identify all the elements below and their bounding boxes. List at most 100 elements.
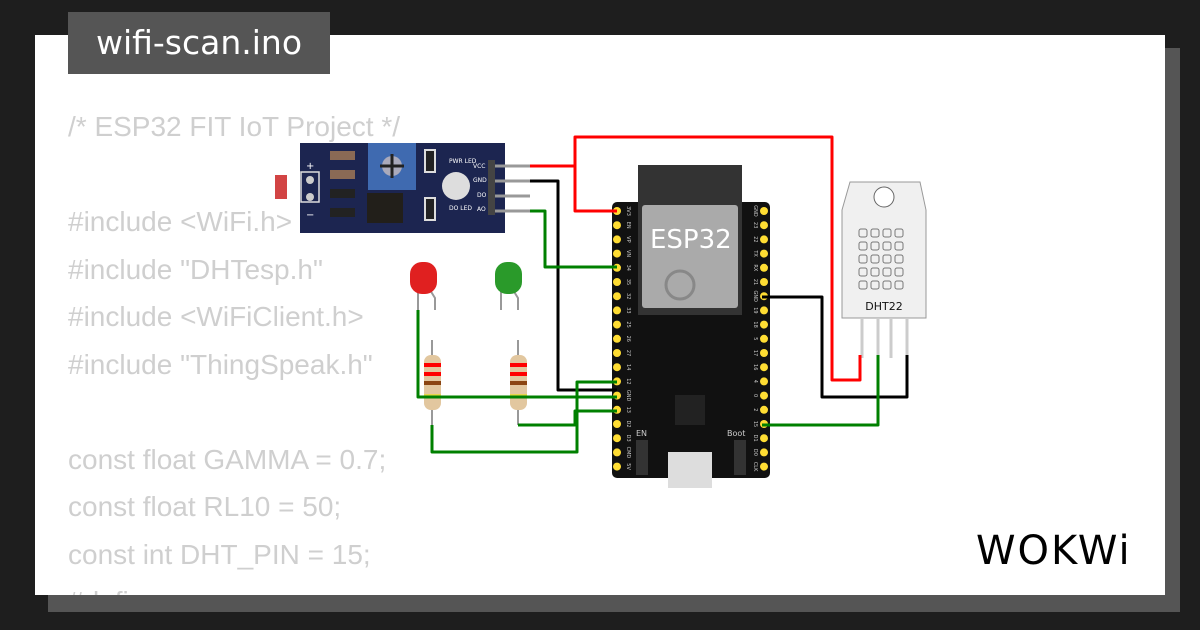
pin-label: 25 [625, 321, 631, 327]
pin-left-5V[interactable] [613, 462, 621, 471]
dht-vent [858, 241, 868, 251]
dht-vent [882, 241, 892, 251]
pin-left-33[interactable] [613, 306, 621, 315]
pin-right-TX[interactable] [760, 249, 768, 258]
pin-label: D0 [752, 449, 758, 456]
pin-left-14[interactable] [613, 363, 621, 372]
dht-vent [894, 267, 904, 277]
dht-vent [858, 280, 868, 290]
pin-left-VP[interactable] [613, 235, 621, 244]
pin-label: 13 [625, 407, 631, 413]
dht-vent [882, 228, 892, 238]
pin-label: 23 [752, 222, 758, 228]
pin-label: 19 [752, 307, 758, 313]
preview-card: /* ESP32 FIT IoT Project */#include <WiF… [35, 35, 1165, 595]
pin-left-32[interactable] [613, 292, 621, 301]
pin-left-26[interactable] [613, 334, 621, 343]
wire-ground [762, 295, 909, 399]
pin-right-19[interactable] [760, 306, 768, 315]
pin-right-22[interactable] [760, 235, 768, 244]
pin-left-D2[interactable] [613, 420, 621, 428]
pin-label: 35 [625, 279, 631, 285]
pin-label: 5 [752, 337, 758, 340]
dht-vent [858, 267, 868, 277]
wire-signal [430, 380, 617, 454]
pin-label: D1 [752, 435, 758, 442]
wire-signal [518, 409, 617, 427]
code-line: #define ... [68, 586, 400, 595]
sketch-title: wifi-scan.ino [68, 12, 330, 74]
dht-vent [894, 254, 904, 264]
code-line: #include "DHTesp.h" [68, 253, 323, 285]
do-led-label: DO LED [449, 205, 472, 212]
pin-label: D2 [625, 420, 631, 427]
pin-right-D1[interactable] [760, 434, 768, 443]
pwr-led-label: PWR LED [449, 158, 477, 165]
dht-vent [870, 267, 880, 277]
photoresistor [275, 175, 287, 199]
resistor-red-led[interactable] [424, 340, 441, 425]
dht-vent [894, 228, 904, 238]
dht-vent [870, 254, 880, 264]
pin-right-17[interactable] [760, 349, 768, 357]
pin-right-D0[interactable] [760, 448, 768, 457]
pin-right-RX[interactable] [760, 263, 768, 272]
pin-left-35[interactable] [613, 278, 621, 286]
wires [416, 135, 909, 454]
esp32-board[interactable]: ESP32 EN Boot 3V3ENVPVN34353233252627141… [612, 165, 770, 488]
pin-left-VN[interactable] [613, 249, 621, 258]
pin-label: VP [625, 236, 631, 242]
dht-vent [858, 228, 868, 238]
red-led[interactable] [410, 262, 437, 310]
pin-right-21[interactable] [760, 278, 768, 286]
pin-label: 27 [625, 350, 631, 356]
pin-label: 26 [625, 336, 631, 342]
pin-label: 32 [625, 293, 631, 299]
pin-right-18[interactable] [760, 320, 768, 329]
pin-label: EN [625, 222, 631, 229]
ldr-module[interactable]: + − PWR LED DO LED VCC GND DO AO [275, 143, 530, 233]
espressif-logo-icon [664, 269, 696, 301]
boot-button[interactable] [734, 440, 746, 475]
pin-label: D3 [625, 435, 631, 442]
pin-right-23[interactable] [760, 221, 768, 230]
esp32-label: ESP32 [650, 225, 732, 255]
pin-right-4[interactable] [760, 377, 768, 386]
pin-label: 4 [752, 380, 758, 383]
code-line: /* ESP32 FIT IoT Project */ [68, 111, 400, 142]
pin-label: CMD [625, 447, 631, 459]
pin-right-0[interactable] [760, 391, 768, 400]
pin-left-CMD[interactable] [613, 448, 621, 457]
pin-right-GND[interactable] [760, 207, 768, 215]
pin-label: 0 [752, 394, 758, 397]
dht-vent [858, 254, 868, 264]
pin-label: 33 [625, 307, 631, 313]
boot-label: Boot [727, 429, 745, 438]
pin-left-27[interactable] [613, 349, 621, 357]
pin-left-25[interactable] [613, 320, 621, 329]
pin-right-16[interactable] [760, 363, 768, 372]
en-button[interactable] [636, 440, 648, 475]
pin-label: GND [473, 177, 487, 184]
wire-signal [530, 209, 617, 269]
pin-left-D3[interactable] [613, 434, 621, 443]
pin-label: TX [752, 249, 758, 257]
code-line: const float RL10 = 50; [68, 491, 342, 522]
pin-label: 18 [752, 321, 758, 327]
pin-left-EN[interactable] [613, 221, 621, 230]
pin-label: GND [752, 205, 758, 217]
resistor-green-led[interactable] [510, 340, 527, 425]
wire-signal [416, 310, 617, 399]
plus-label: + [306, 161, 314, 172]
pin-right-2[interactable] [760, 405, 768, 414]
dht-vent [894, 241, 904, 251]
green-led[interactable] [495, 262, 522, 310]
code-line: const int DHT_PIN = 15; [68, 538, 371, 570]
dht-vent [882, 280, 892, 290]
pin-label: 15 [752, 421, 758, 427]
pin-right-5[interactable] [760, 334, 768, 343]
dht22-sensor[interactable]: DHT22 [841, 181, 927, 358]
minus-label: − [306, 210, 314, 221]
pin-right-CLK[interactable] [760, 462, 768, 471]
